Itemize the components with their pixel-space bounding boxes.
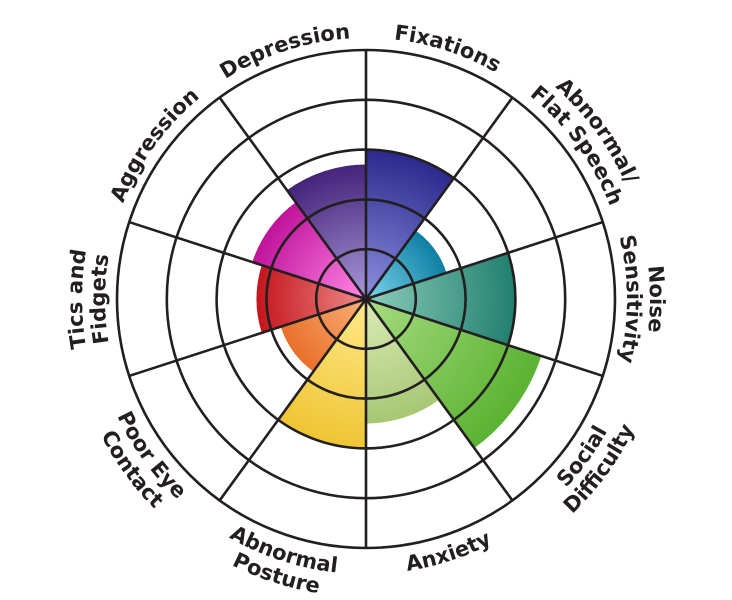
wedge-abnormal-posture bbox=[278, 299, 366, 449]
label-abnormal-flat-speech: Abnormal/Flat Speech bbox=[526, 73, 643, 209]
grid-spoke bbox=[218, 96, 368, 300]
wedge-depression bbox=[286, 164, 366, 299]
wedge-poor-eye-contact bbox=[280, 299, 366, 372]
wedge-fixations bbox=[366, 149, 454, 299]
wedge-anxiety bbox=[366, 299, 440, 424]
wedge-social-difficulty bbox=[366, 299, 542, 449]
category-label-line: Fixations bbox=[393, 21, 505, 78]
category-label-line: Sensitivity bbox=[615, 233, 646, 366]
grid-spoke bbox=[364, 96, 514, 300]
wedge-noise-sensitivity bbox=[366, 252, 516, 346]
label-aggression: Aggression bbox=[105, 83, 203, 205]
wedge-aggression bbox=[252, 202, 366, 299]
grid-spoke bbox=[218, 298, 368, 502]
label-fixations: Fixations bbox=[393, 21, 505, 78]
wedges-layer bbox=[252, 149, 542, 449]
wedge-abnormal-flat-speech bbox=[366, 230, 447, 299]
grid-layer bbox=[115, 48, 617, 550]
category-label-line: Aggression bbox=[105, 83, 203, 205]
category-label-line: Tics and bbox=[63, 247, 91, 350]
category-label-line: Fidgets bbox=[86, 252, 114, 346]
grid-spoke bbox=[128, 220, 367, 301]
grid-spoke bbox=[365, 220, 604, 301]
grid-spoke bbox=[364, 298, 514, 502]
category-label-line: Noise bbox=[643, 264, 669, 333]
grid-spoke bbox=[128, 297, 367, 378]
grid-spoke bbox=[365, 297, 604, 378]
wedge-tics-and-fidgets bbox=[256, 265, 366, 333]
